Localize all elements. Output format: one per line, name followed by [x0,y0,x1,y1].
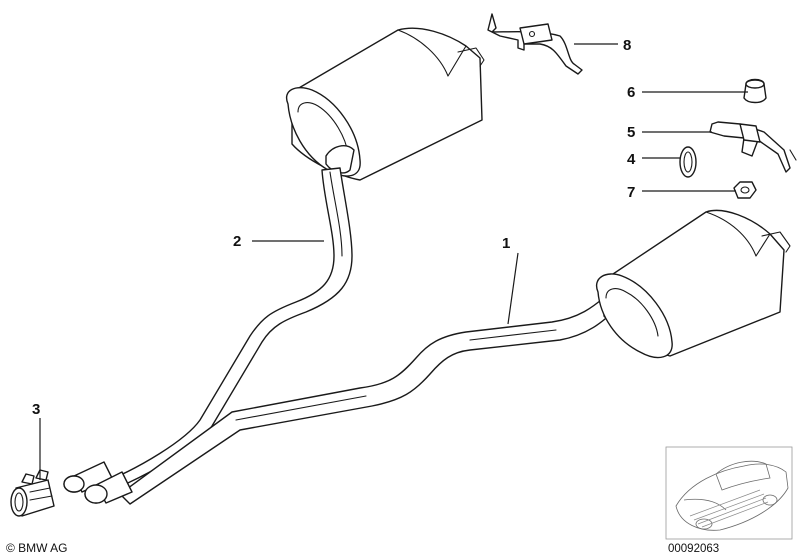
callout-3[interactable]: 3 [32,401,40,418]
gasket-ring[interactable] [679,146,697,178]
callout-8[interactable]: 8 [623,37,631,54]
front-bracket[interactable] [487,13,583,75]
tail-pipes [63,461,133,504]
callout-7[interactable]: 7 [627,184,635,201]
callout-2[interactable]: 2 [233,233,241,250]
callout-1[interactable]: 1 [502,235,510,252]
callout-5[interactable]: 5 [627,124,635,141]
reference-number: 00092063 [668,543,719,555]
hex-nut[interactable] [733,181,757,199]
rear-bracket[interactable] [709,121,797,173]
leader-lines [39,43,748,480]
callout-4[interactable]: 4 [627,151,636,168]
rear-silencer-pipe[interactable] [119,209,791,505]
rubber-mount[interactable] [743,78,767,104]
car-thumbnail [665,446,793,540]
pipe-clamp[interactable] [10,469,55,517]
callout-6[interactable]: 6 [627,84,635,101]
copyright-label: © BMW AG [6,541,68,555]
